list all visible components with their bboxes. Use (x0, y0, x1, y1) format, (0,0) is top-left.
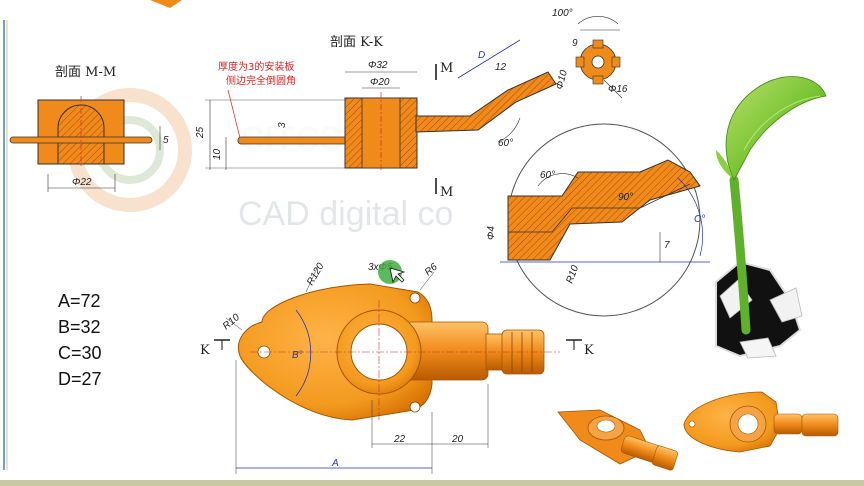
dim-dia32: Φ32 (368, 60, 388, 71)
cut-mark-m-top: M (440, 61, 453, 76)
dim-r10-plan: R10 (221, 312, 242, 333)
section-kk-view (205, 39, 557, 194)
dim-dia22: Φ22 (72, 177, 92, 188)
cut-mark-m-bottom: M (440, 185, 453, 200)
dim-22: 22 (393, 434, 406, 445)
dim-20: 20 (451, 434, 464, 445)
dim-3: 3 (277, 122, 288, 128)
dim-ang60-kk: 60° (498, 138, 513, 149)
note-fillet: 侧边完全倒圆角 (226, 74, 296, 87)
dim-r120: R120 (305, 261, 327, 288)
dim-dia10: Φ10 (554, 69, 570, 91)
dim-b: B° (292, 350, 303, 361)
cut-mark-k-right: K (584, 343, 594, 358)
dim-dia16: Φ16 (608, 84, 628, 95)
dim-dia20: Φ20 (370, 77, 390, 88)
dim-dia4: Φ4 (486, 226, 497, 240)
bottom-bar (0, 480, 864, 486)
value-c: C=30 (58, 343, 102, 363)
dim-5: 5 (163, 135, 169, 146)
value-a: A=72 (58, 291, 101, 311)
sprout-image (712, 66, 862, 359)
dim-ang100: 100° (552, 8, 573, 19)
section-mm-title: 剖面 M-M (55, 65, 116, 80)
dim-ang60-detail: 60° (540, 170, 555, 181)
cut-mark-k-left: K (200, 343, 210, 358)
value-d: D=27 (58, 369, 102, 389)
dim-d: D (478, 50, 485, 61)
note-thickness: 厚度为3的安装板 (218, 60, 294, 73)
cursor-icon (389, 267, 406, 284)
cursor-highlight (378, 260, 402, 284)
detail-circle-view (500, 123, 710, 317)
note-leader (227, 89, 241, 139)
dim-10: 10 (212, 148, 223, 160)
plan-view (214, 265, 582, 474)
dim-ang90: 90° (618, 192, 633, 203)
dim-12: 12 (495, 62, 507, 73)
dim-a: A (331, 458, 339, 469)
variable-values-panel: A=72 B=32 C=30 D=27 (58, 288, 102, 392)
dim-25: 25 (195, 126, 206, 139)
value-b: B=32 (58, 317, 101, 337)
dim-7: 7 (664, 240, 670, 251)
section-kk-title: 剖面 K-K (330, 35, 383, 50)
section-mm-view (9, 96, 161, 192)
dim-9: 9 (572, 38, 578, 49)
watermark-subtitle: CAD digital co (238, 195, 453, 233)
dim-r6: R6 (423, 261, 440, 278)
render-3d-right (683, 391, 839, 453)
render-3d-left (557, 409, 679, 471)
top-detail-view (575, 16, 623, 99)
top-fragment (150, 0, 182, 8)
dim-c: C° (694, 214, 705, 225)
